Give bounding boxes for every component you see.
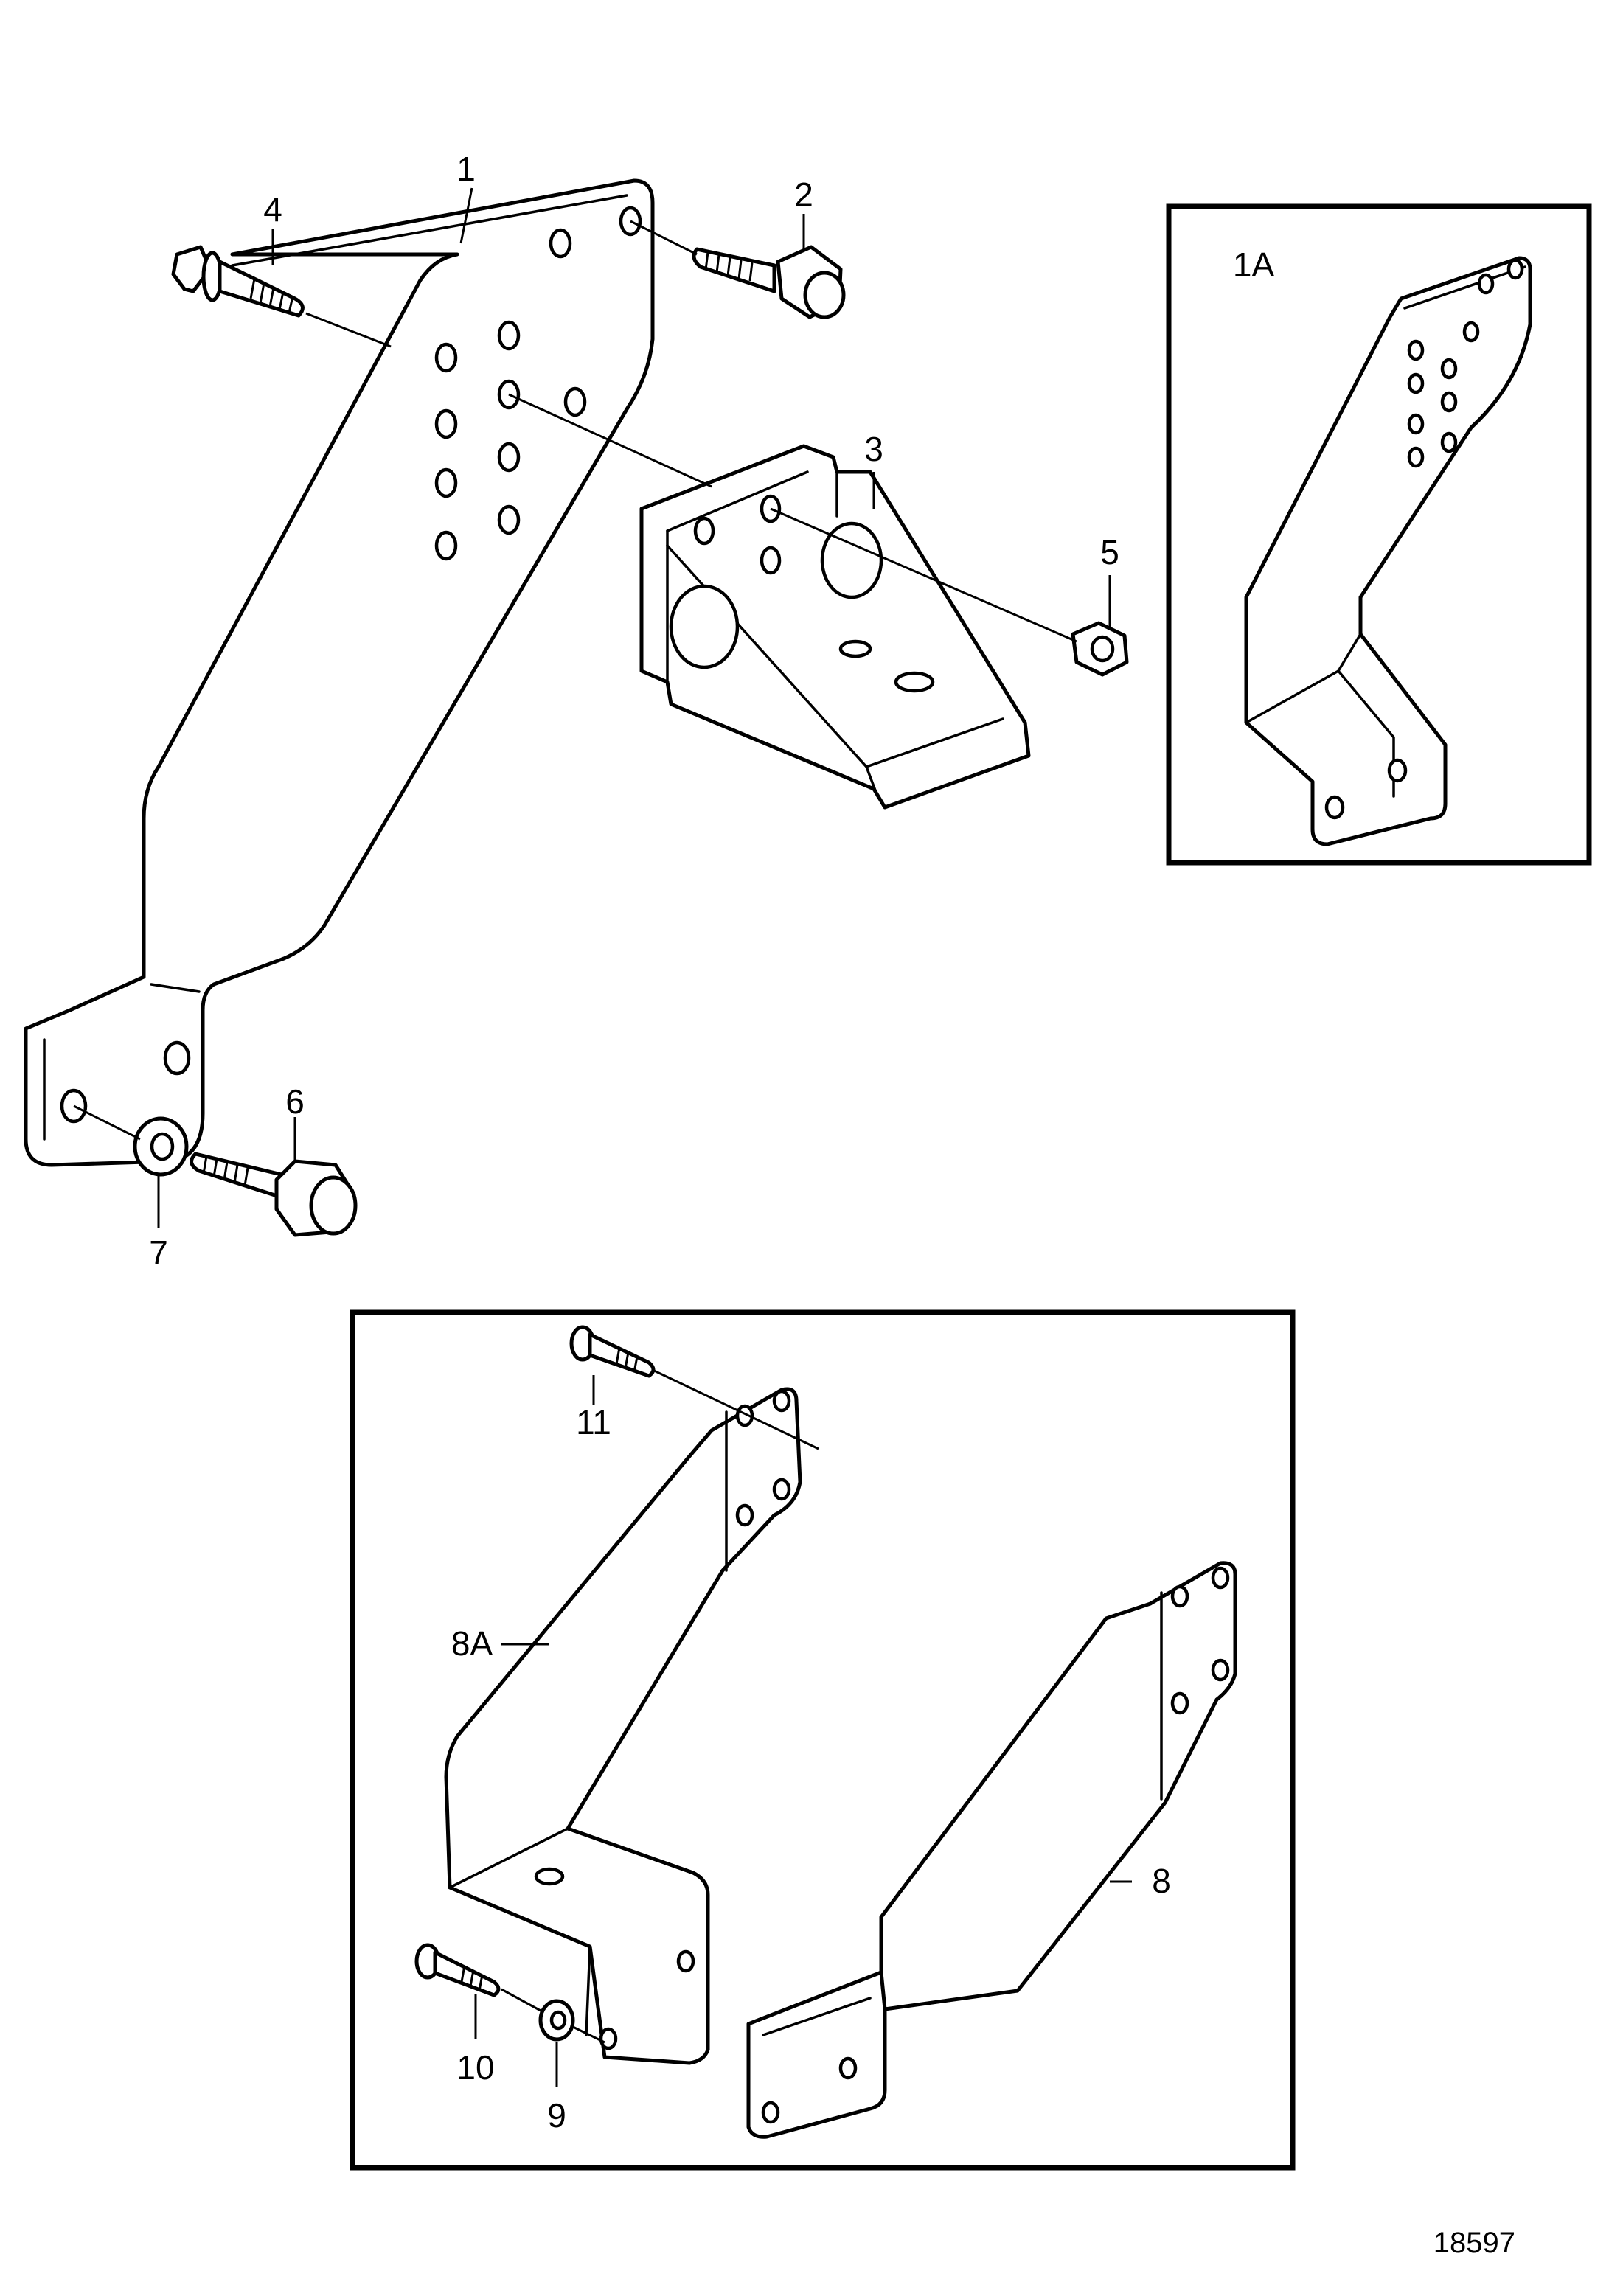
callout-5: 5 (1100, 533, 1119, 571)
plate-holes (60, 206, 642, 1124)
callout-labels: 1 2 3 4 5 6 7 1A 11 8A 8 10 9 18597 (149, 150, 1515, 2259)
callout-4: 4 (263, 190, 282, 229)
assembly-lines (73, 220, 1077, 1141)
callout-10: 10 (456, 2048, 494, 2087)
callout-3: 3 (864, 430, 883, 468)
washer-part-7 (133, 1116, 189, 1177)
lock-nut-part-5 (1071, 621, 1129, 677)
support-bracket-part-3 (639, 444, 1031, 810)
flange-bolt-part-6 (190, 1152, 358, 1237)
callout-1A: 1A (1233, 246, 1275, 284)
bracket-part-8A (444, 1387, 802, 2065)
inset-frame-1A (1166, 203, 1592, 866)
flange-bolt-part-2 (692, 245, 846, 319)
callout-leaders (157, 187, 1132, 2087)
washer-part-9 (538, 1999, 605, 2044)
callout-11: 11 (576, 1403, 611, 1441)
callout-1: 1 (456, 150, 476, 188)
callout-7: 7 (149, 1234, 168, 1272)
callout-2: 2 (794, 175, 813, 214)
bracket-part-8 (746, 1561, 1237, 2139)
inset-1A-holes (1324, 258, 1524, 820)
flange-bolt-part-4 (171, 245, 305, 318)
callout-8: 8 (1152, 1862, 1171, 1900)
callout-8A: 8A (451, 1624, 493, 1663)
figure-number: 18597 (1433, 2227, 1515, 2259)
callout-9: 9 (547, 2096, 566, 2135)
screw-part-11 (569, 1325, 819, 1450)
callout-6: 6 (285, 1082, 305, 1121)
inset-frame-8 (350, 1309, 1296, 2171)
bracket-plate-part-1 (24, 178, 655, 1167)
screw-part-10 (414, 1943, 543, 2013)
